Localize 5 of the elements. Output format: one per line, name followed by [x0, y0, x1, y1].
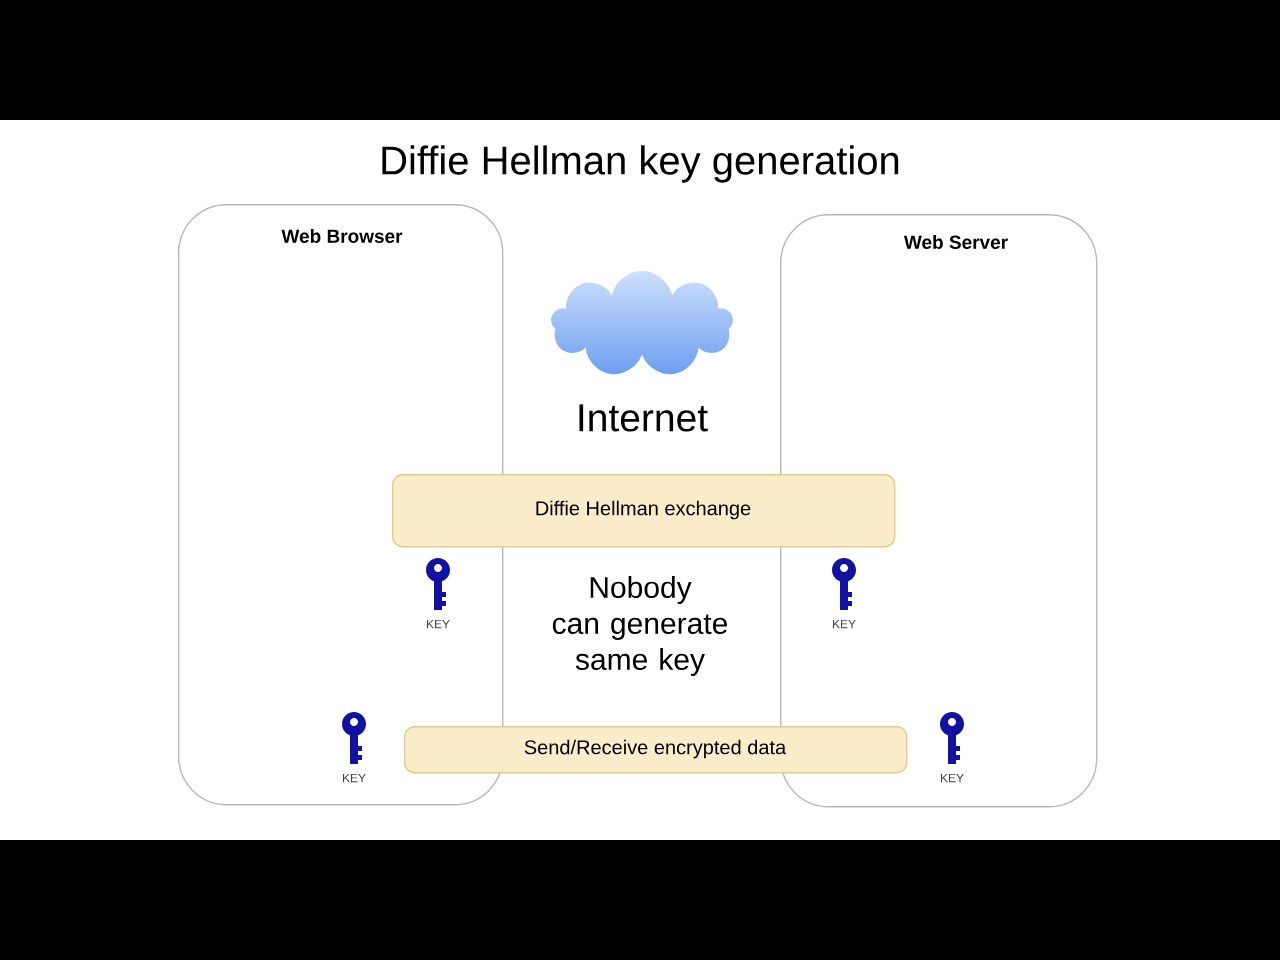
caption-text: Internet: [579, 404, 708, 432]
title: Diffie Hellman key generation: [382, 145, 899, 183]
statement-text: Nobody can generate same key: [552, 576, 727, 676]
process-band: Diffie Hellman exchange: [392, 474, 896, 548]
process-band: Send/Receive encrypted data: [404, 726, 908, 774]
